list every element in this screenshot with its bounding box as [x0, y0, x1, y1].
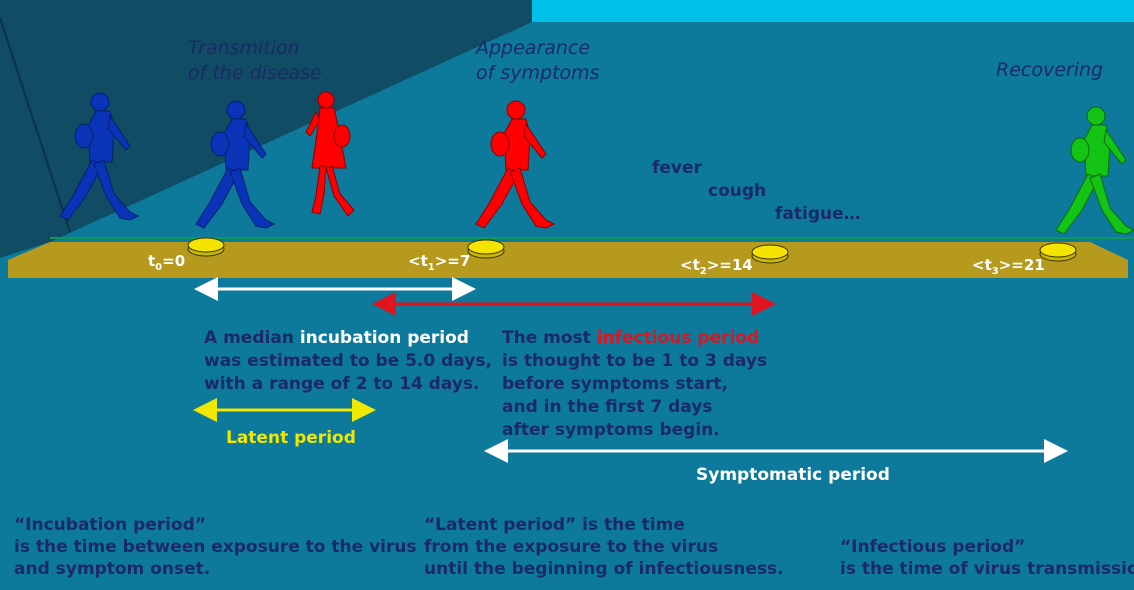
coin-t2	[752, 245, 788, 263]
infectious-line-3: before symptoms start,	[502, 373, 767, 396]
incubation-paragraph: A median incubation period was estimated…	[204, 327, 492, 396]
appearance-line-1: Appearance	[476, 36, 600, 61]
incubation-line-2: was estimated to be 5.0 days,	[204, 350, 492, 373]
symptomatic-period-label: Symptomatic period	[696, 465, 890, 485]
incubation-def-line-2: is the time between exposure to the viru…	[14, 536, 417, 558]
incubation-def-line-3: and symptom onset.	[14, 558, 417, 580]
latent-def-line-2: from the exposure to the virus	[424, 536, 784, 558]
coin-t3	[1040, 243, 1076, 261]
latent-def-line-1: “Latent period” is the time	[424, 514, 784, 536]
infectious-line-1: The most infectious period	[502, 327, 767, 350]
appearance-line-2: of symptoms	[476, 61, 600, 86]
latent-period-label: Latent period	[226, 428, 356, 448]
symptomatic-walker	[476, 101, 554, 228]
symptom-fever: fever	[652, 158, 702, 178]
infectious-line-2: is thought to be 1 to 3 days	[502, 350, 767, 373]
latent-definition: “Latent period” is the time from the exp…	[424, 514, 784, 580]
infectious-paragraph: The most infectious period is thought to…	[502, 327, 767, 442]
symptom-fatigue: fatigue…	[775, 204, 861, 224]
incubation-highlight: incubation period	[300, 328, 469, 348]
incubation-definition: “Incubation period” is the time between …	[14, 514, 417, 580]
incubation-def-line-1: “Incubation period”	[14, 514, 417, 536]
transmission-line-2: of the disease	[188, 61, 322, 86]
infectious-line-4: and in the first 7 days	[502, 396, 767, 419]
tick-t3: <t3>=21	[972, 256, 1045, 277]
infectious-highlight: infectious period	[597, 328, 759, 348]
appearance-label: Appearance of symptoms	[476, 36, 600, 86]
recovered-walker	[1056, 107, 1134, 234]
coin-t0	[188, 238, 224, 256]
coin-t1	[468, 240, 504, 258]
transmission-line-1: Transmition	[188, 36, 322, 61]
infectious-def-line-2: is the time of virus transmission.	[840, 558, 1134, 580]
infectious-def-line-1: “Infectious period”	[840, 536, 1134, 558]
infectious-line-5: after symptoms begin.	[502, 419, 767, 442]
latent-def-line-3: until the beginning of infectiousness.	[424, 558, 784, 580]
symptom-cough: cough	[708, 181, 766, 201]
transmission-label: Transmition of the disease	[188, 36, 322, 86]
incubation-line-3: with a range of 2 to 14 days.	[204, 373, 492, 396]
infectious-definition: “Infectious period” is the time of virus…	[840, 536, 1134, 580]
tick-t2: <t2>=14	[680, 256, 753, 277]
tick-t0: t0=0	[148, 252, 185, 273]
recovering-label: Recovering	[996, 58, 1103, 83]
tick-t1: <t1>=7	[408, 252, 470, 273]
incubation-line-1: A median incubation period	[204, 327, 492, 350]
